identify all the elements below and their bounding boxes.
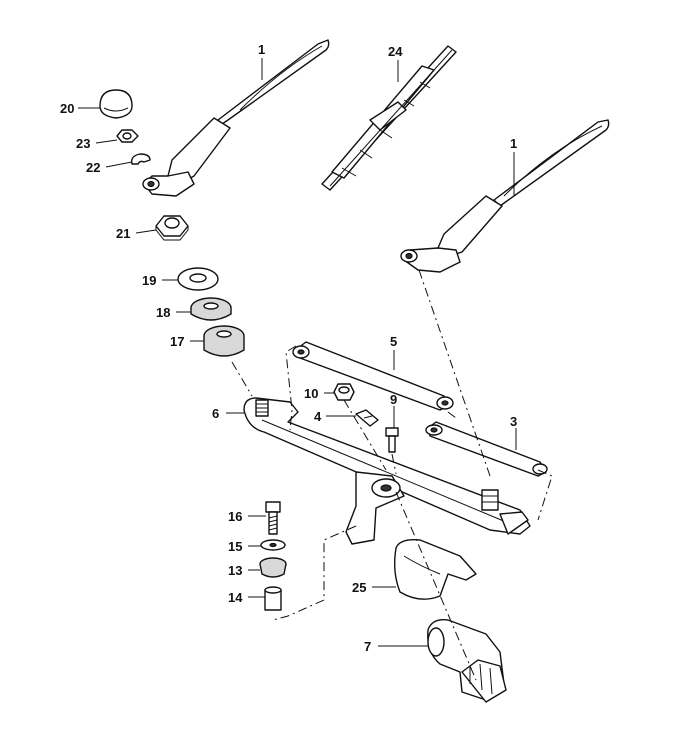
- linkage-rod-upper: [292, 341, 454, 411]
- callout-18: 18: [156, 305, 170, 320]
- wiper-blade: [321, 45, 457, 191]
- callout-23: 23: [76, 136, 90, 151]
- wiper-arm-left: [142, 39, 330, 197]
- hex-nut-10: [333, 383, 355, 401]
- callout-19: 19: [142, 273, 156, 288]
- assembly-guide-lines: [231, 269, 553, 681]
- cap-nut-cover: [99, 89, 133, 119]
- retaining-clip: [355, 409, 379, 427]
- hex-nut-small: [116, 129, 139, 143]
- callout-20: 20: [60, 101, 74, 116]
- callout-7: 7: [364, 639, 371, 654]
- flat-washer: [177, 267, 219, 291]
- leader-lines: [78, 58, 517, 647]
- callout-21: 21: [116, 226, 130, 241]
- callout-25: 25: [352, 580, 366, 595]
- rubber-grommet-thick: [203, 325, 245, 357]
- callout-10: 10: [304, 386, 318, 401]
- callout-16: 16: [228, 509, 242, 524]
- callout-3: 3: [510, 414, 517, 429]
- wiper-motor: [427, 619, 507, 703]
- callout-6: 6: [212, 406, 219, 421]
- motor-cover: [393, 538, 477, 600]
- callout-5: 5: [390, 334, 397, 349]
- callout-15: 15: [228, 539, 242, 554]
- hex-nut-large: [155, 215, 189, 241]
- callout-14: 14: [228, 590, 243, 605]
- rubber-grommet-thin: [190, 297, 232, 321]
- callout-24-blade: 24: [388, 44, 403, 59]
- bolt-16: [265, 501, 281, 535]
- spacer-sleeve-14: [264, 586, 282, 611]
- rubber-bushing-13: [259, 557, 287, 578]
- callout-22: 22: [86, 160, 100, 175]
- callout-13: 13: [228, 563, 242, 578]
- callout-17: 17: [170, 334, 184, 349]
- linkage-rod-lower: [425, 421, 548, 477]
- callout-4: 4: [314, 409, 322, 424]
- spring-washer: [130, 153, 151, 165]
- callout-labels: 1 24 1 20 23 22 21 19 18 17 5 10 4 9 3 6…: [60, 42, 517, 654]
- wiper-arm-right: [400, 119, 610, 273]
- bolt-9: [385, 427, 399, 453]
- callout-1-left-arm: 1: [258, 42, 265, 57]
- washer-15: [260, 539, 286, 551]
- callout-9: 9: [390, 392, 397, 407]
- callout-1-right-arm: 1: [510, 136, 517, 151]
- wiper-frame: [243, 397, 531, 545]
